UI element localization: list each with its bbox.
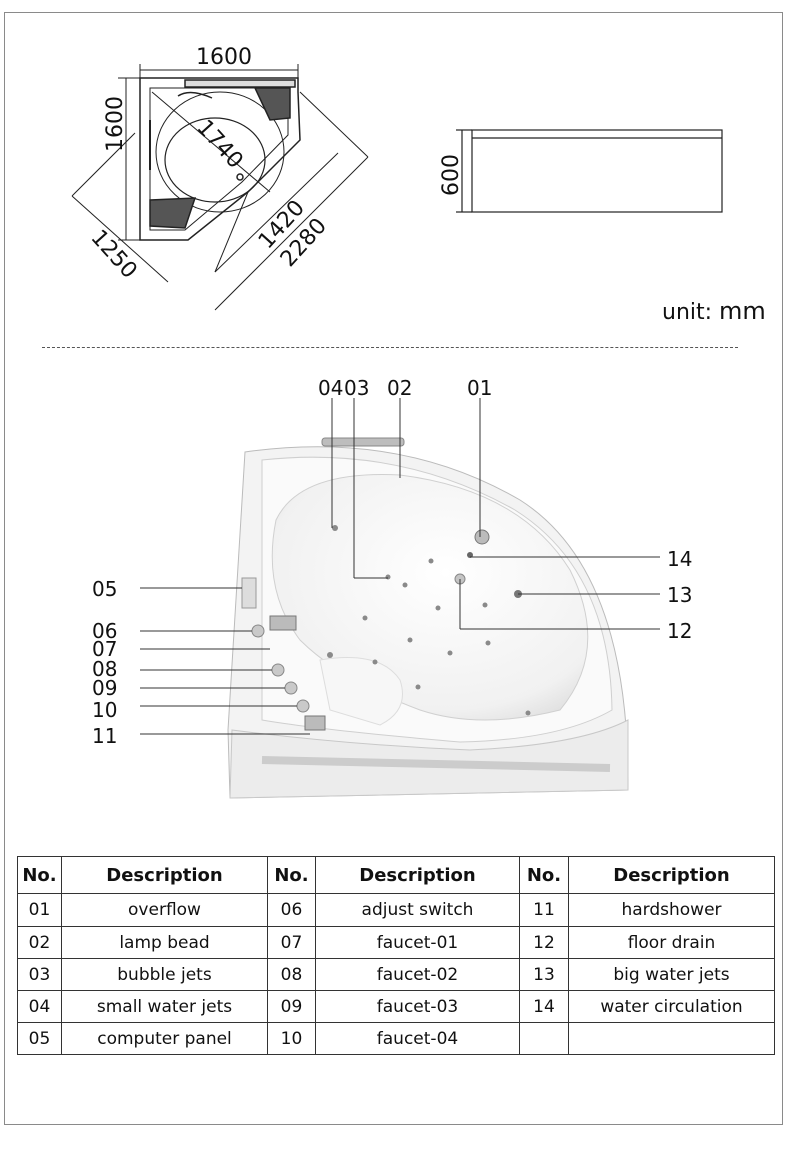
header-description-1: Description (61, 856, 268, 894)
table-cell: floor drain (568, 926, 775, 959)
table-cell: 07 (267, 926, 316, 959)
parts-table: No. Description No. Description No. Desc… (17, 856, 775, 1055)
table-cell: 01 (17, 893, 62, 927)
callout-12: 12 (667, 619, 693, 643)
callout-13: 13 (667, 583, 693, 607)
dim-side-length: 1250 (86, 225, 142, 283)
callout-04: 04 (318, 376, 344, 400)
table-cell: water circulation (568, 990, 775, 1023)
table-row: 03 bubble jets 08 faucet-02 13 big water… (17, 958, 775, 991)
table-cell: hardshower (568, 893, 775, 927)
table-cell: adjust switch (315, 893, 520, 927)
table-cell: 14 (519, 990, 569, 1023)
table-cell: small water jets (61, 990, 268, 1023)
tub-side-view (456, 129, 723, 213)
dim-depth: 1600 (103, 96, 128, 152)
header-no-3: No. (519, 856, 569, 894)
table-cell: 13 (519, 958, 569, 991)
table-cell: 04 (17, 990, 62, 1023)
header-description-2: Description (315, 856, 520, 894)
page-frame (4, 12, 783, 1125)
header-no-2: No. (267, 856, 316, 894)
table-cell: bubble jets (61, 958, 268, 991)
table-cell: 02 (17, 926, 62, 959)
table-cell: faucet-01 (315, 926, 520, 959)
callout-05: 05 (92, 577, 118, 601)
callout-08: 08 (92, 657, 118, 681)
dim-height: 600 (439, 154, 464, 196)
tub-top-view (139, 77, 301, 241)
dimension-drawing: 1600 1600 1740 1420 2280 1250 600 (71, 45, 723, 311)
unit-value: mm (719, 297, 766, 325)
table-cell: overflow (61, 893, 268, 927)
tub-illustration (140, 398, 660, 799)
unit-label: unit: mm (662, 297, 766, 325)
callout-11: 11 (92, 724, 118, 748)
header-no-1: No. (17, 856, 62, 894)
table-cell: lamp bead (61, 926, 268, 959)
dim-diagonal: 1740 (192, 115, 248, 173)
table-row: 01 overflow 06 adjust switch 11 hardshow… (17, 893, 775, 927)
table-cell: computer panel (61, 1022, 268, 1055)
table-cell: 08 (267, 958, 316, 991)
callout-14: 14 (667, 547, 693, 571)
table-row: 05 computer panel 10 faucet-04 (17, 1022, 775, 1055)
callout-09: 09 (92, 676, 118, 700)
table-cell: faucet-02 (315, 958, 520, 991)
callout-07: 07 (92, 637, 118, 661)
callout-03: 03 (344, 376, 370, 400)
table-row: 04 small water jets 09 faucet-03 14 wate… (17, 990, 775, 1023)
table-cell: faucet-03 (315, 990, 520, 1023)
table-cell: 05 (17, 1022, 62, 1055)
table-cell: 06 (267, 893, 316, 927)
callout-10: 10 (92, 698, 118, 722)
table-cell: 12 (519, 926, 569, 959)
dim-width: 1600 (196, 45, 252, 70)
unit-text: unit: (662, 300, 713, 325)
dimension-lines (71, 64, 369, 311)
table-cell: faucet-04 (315, 1022, 520, 1055)
header-description-3: Description (568, 856, 775, 894)
section-divider (42, 347, 738, 348)
table-row: 02 lamp bead 07 faucet-01 12 floor drain (17, 926, 775, 959)
table-cell (519, 1022, 569, 1055)
callout-leaders (140, 398, 660, 735)
table-cell (568, 1022, 775, 1055)
callout-02: 02 (387, 376, 413, 400)
table-cell: 10 (267, 1022, 316, 1055)
table-cell: 03 (17, 958, 62, 991)
table-cell: 09 (267, 990, 316, 1023)
table-cell: 11 (519, 893, 569, 927)
callout-06: 06 (92, 619, 118, 643)
tub-body (227, 437, 629, 799)
table-header-row: No. Description No. Description No. Desc… (17, 856, 775, 894)
table-cell: big water jets (568, 958, 775, 991)
callout-01: 01 (467, 376, 493, 400)
